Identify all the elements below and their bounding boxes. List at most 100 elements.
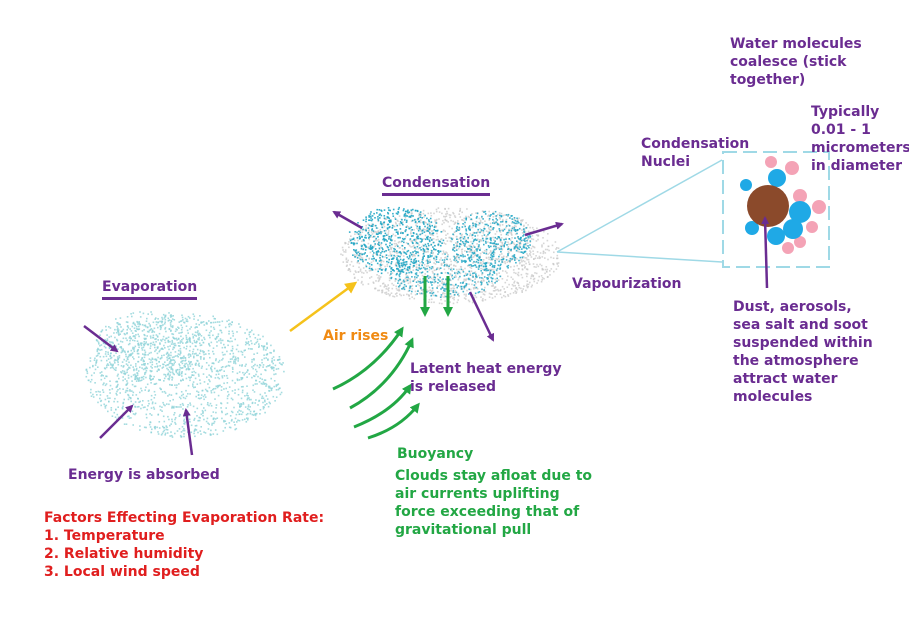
speckle — [110, 409, 113, 411]
speckle — [408, 295, 410, 297]
speckle — [201, 409, 204, 412]
speckle — [112, 363, 114, 366]
speckle — [123, 358, 125, 361]
speckle — [96, 394, 98, 396]
speckle — [365, 216, 367, 218]
speckle — [162, 338, 164, 341]
speckle — [107, 364, 110, 366]
speckle — [127, 398, 130, 401]
speckle — [400, 262, 403, 264]
coalesce-note-line: Water molecules — [730, 36, 862, 52]
speckle — [468, 283, 470, 285]
speckle — [408, 244, 411, 247]
speckle — [115, 318, 117, 320]
speckle — [472, 222, 474, 225]
speckle — [131, 325, 134, 328]
speckle — [477, 228, 479, 231]
speckle — [121, 417, 124, 419]
speckle — [435, 210, 438, 213]
speckle — [426, 236, 428, 239]
speckle — [355, 271, 357, 274]
speckle — [152, 343, 154, 346]
speckle — [110, 341, 113, 343]
speckle — [126, 382, 129, 384]
speckle — [463, 217, 466, 220]
speckle — [163, 420, 166, 423]
speckle — [496, 272, 498, 275]
speckle — [359, 270, 362, 272]
speckle — [213, 391, 216, 394]
speckle — [368, 216, 370, 218]
speckle — [100, 344, 103, 346]
speckle — [492, 251, 495, 253]
zoom-line-bottom — [556, 251, 723, 263]
speckle — [207, 383, 209, 385]
speckle — [168, 377, 171, 379]
speckle — [171, 364, 174, 367]
speckle — [477, 266, 479, 269]
speckle — [492, 236, 495, 239]
speckle — [115, 359, 117, 361]
speckle — [378, 277, 381, 279]
speckle — [394, 278, 397, 280]
speckle — [419, 221, 421, 224]
speckle — [155, 340, 157, 343]
speckle — [453, 223, 456, 225]
speckle — [125, 353, 127, 356]
speckle — [406, 275, 409, 277]
speckle — [422, 262, 424, 264]
speckle — [508, 228, 510, 231]
speckle — [238, 409, 240, 412]
speckle — [381, 263, 384, 266]
speckle — [247, 341, 250, 343]
speckle — [505, 220, 507, 223]
speckle — [504, 242, 506, 245]
speckle — [508, 231, 511, 234]
speckle — [474, 286, 476, 288]
speckle — [463, 278, 465, 281]
speckle — [143, 341, 145, 343]
speckle — [433, 276, 436, 278]
speckle — [196, 348, 199, 351]
speckle — [464, 298, 467, 300]
speckle — [530, 275, 533, 278]
speckle — [544, 272, 546, 275]
speckle — [477, 254, 479, 256]
speckle — [526, 280, 529, 282]
speckle — [456, 241, 459, 243]
speckle — [466, 251, 468, 253]
speckle — [399, 278, 402, 281]
speckle — [116, 385, 118, 388]
speckle — [368, 214, 370, 217]
speckle — [184, 365, 186, 368]
speckle — [361, 280, 363, 283]
speckle — [387, 211, 389, 214]
speckle — [426, 289, 428, 291]
speckle — [435, 248, 437, 251]
speckle — [131, 383, 134, 386]
speckle — [188, 338, 190, 340]
speckle — [186, 339, 189, 341]
speckle — [256, 370, 258, 373]
speckle — [354, 249, 357, 252]
speckle — [375, 259, 377, 261]
speckle — [155, 359, 158, 361]
speckle — [481, 291, 483, 293]
speckle — [191, 333, 194, 336]
speckle — [374, 235, 376, 238]
speckle — [493, 222, 496, 225]
speckle — [403, 286, 406, 288]
speckle — [273, 380, 276, 382]
speckle — [474, 225, 477, 227]
speckle — [426, 270, 429, 273]
speckle — [241, 364, 243, 366]
speckle — [495, 245, 497, 248]
speckle — [136, 406, 139, 408]
speckle — [557, 247, 560, 249]
speckle — [491, 242, 494, 245]
speckle — [483, 234, 486, 236]
speckle — [478, 240, 481, 242]
speckle — [150, 351, 152, 354]
speckle — [123, 365, 125, 367]
speckle — [467, 277, 470, 280]
